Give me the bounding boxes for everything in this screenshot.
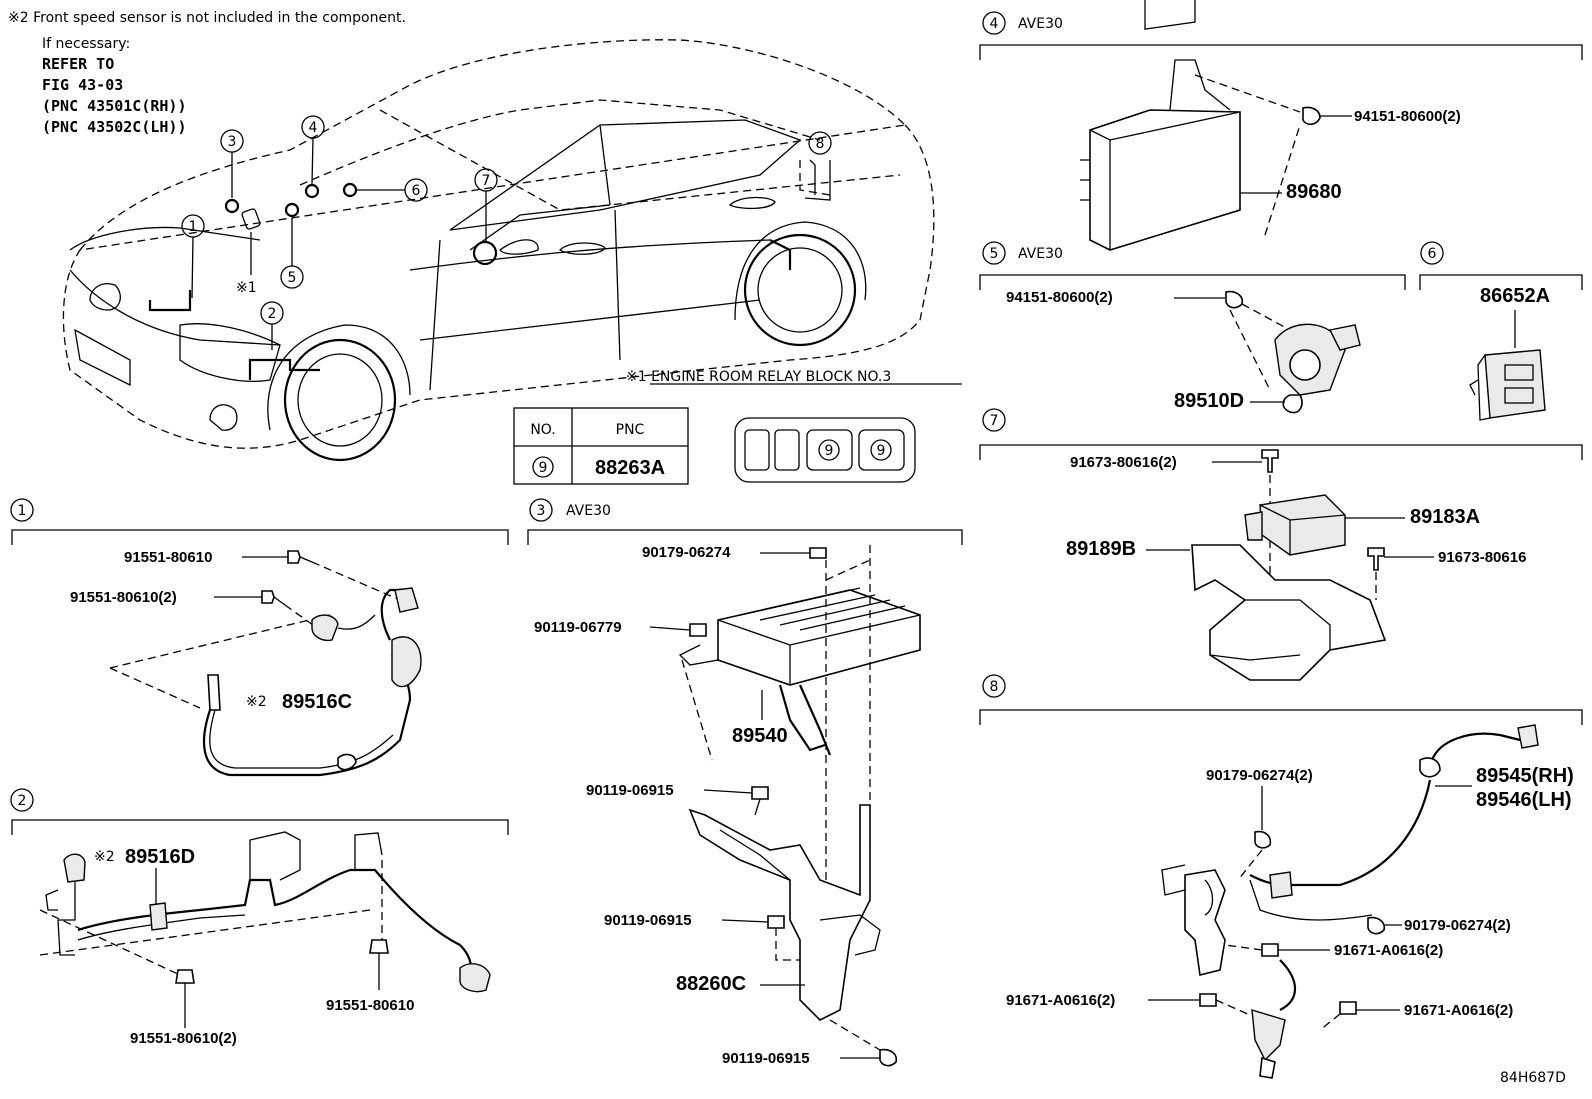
section-8-number: 8	[990, 679, 999, 695]
section-3: 3 AVE30 90179-06274 90119-06779 89540 90…	[527, 498, 963, 1067]
note-refer-line-2: FIG 43-03	[42, 76, 123, 94]
section-7-number: 7	[990, 413, 999, 429]
relay-slot-label-1: 9	[825, 443, 834, 459]
note-refer-line-1: REFER TO	[42, 55, 114, 73]
note-if-necessary: If necessary:	[42, 36, 130, 52]
relay-block-diagram: 9 9	[734, 417, 916, 483]
s2-sensor-mark: ※2	[94, 849, 115, 865]
s3-bracket-label: 88260C	[676, 973, 746, 995]
callout-2: 2	[268, 306, 277, 322]
s1-bolt-b-label: 91551-80610(2)	[70, 589, 177, 606]
section-5-number: 5	[990, 246, 999, 262]
s3-bolt-a-label: 90119-06779	[534, 619, 622, 636]
note-refer-line-4: (PNC 43502C(LH))	[42, 118, 187, 136]
note-refer-line-3: (PNC 43501C(RH))	[42, 97, 187, 115]
s8-bolt-a-label: 91671-A0616(2)	[1334, 942, 1443, 959]
section-4-title: AVE30	[1018, 16, 1063, 32]
s7-bracket-label: 89189B	[1066, 538, 1136, 560]
pnc-table-pnc: 88263A	[595, 457, 665, 479]
s7-bolt-a-label: 91673-80616(2)	[1070, 454, 1177, 471]
pnc-table: NO. PNC 9 88263A	[513, 407, 689, 485]
section-1-number: 1	[18, 503, 27, 519]
s8-bolt-c-label: 91671-A0616(2)	[1404, 1002, 1513, 1019]
pnc-table-header-pnc: PNC	[616, 422, 645, 438]
section-6-number: 6	[1428, 246, 1437, 262]
note-engine-room-relay-block: ※1 ENGINE ROOM RELAY BLOCK NO.3	[626, 369, 891, 385]
callout-8: 8	[816, 136, 825, 152]
s4-clip-label: 94151-80600(2)	[1354, 108, 1461, 125]
section-7: 7 91673-80616(2) 89183A 89189B 91673-806…	[979, 408, 1583, 681]
s3-ecu-label: 89540	[732, 725, 788, 747]
callout-5: 5	[288, 270, 297, 286]
s7-bolt-b-label: 91673-80616	[1438, 549, 1526, 566]
s4-ecu-label: 89680	[1286, 181, 1342, 203]
callout-4: 4	[309, 120, 318, 136]
s3-bolt-d-label: 90119-06915	[722, 1050, 810, 1067]
s8-nut-a-label: 90179-06274(2)	[1206, 767, 1313, 784]
s3-bolt-b-label: 90119-06915	[586, 782, 674, 799]
relay-slot-label-2: 9	[877, 443, 886, 459]
callout-1: 1	[189, 219, 198, 235]
s7-sensor-label: 89183A	[1410, 506, 1480, 528]
section-3-title: AVE30	[566, 503, 611, 519]
callout-6: 6	[412, 183, 421, 199]
pnc-table-no: 9	[539, 460, 548, 476]
s2-sensor-label: 89516D	[125, 846, 195, 868]
section-6: 6 86652A	[1419, 241, 1583, 421]
s2-bolt-b-label: 91551-80610(2)	[130, 1030, 237, 1047]
s1-sensor-mark: ※2	[246, 694, 267, 710]
mark-relay-block: ※1	[236, 280, 257, 296]
callout-3: 3	[228, 134, 237, 150]
note-front-speed-sensor: ※2 Front speed sensor is not included in…	[8, 10, 406, 26]
s3-nut-label: 90179-06274	[642, 544, 731, 561]
s8-bolt-b-label: 91671-A0616(2)	[1006, 992, 1115, 1009]
section-2-number: 2	[18, 793, 27, 809]
section-8: 8 90179-06274(2) 89545(RH) 89546(LH) 901…	[979, 674, 1583, 1079]
s5-clip-label: 94151-80600(2)	[1006, 289, 1113, 306]
s3-bolt-c-label: 90119-06915	[604, 912, 692, 929]
section-5: 5 AVE30 94151-80600(2) 89510D	[979, 241, 1406, 414]
section-3-number: 3	[537, 503, 546, 519]
s2-bolt-a-label: 91551-80610	[326, 997, 414, 1014]
s5-sensor-label: 89510D	[1174, 390, 1244, 412]
section-5-title: AVE30	[1018, 246, 1063, 262]
s1-sensor-label: 89516C	[282, 691, 352, 713]
pnc-table-header-no: NO.	[530, 422, 555, 438]
s1-bolt-a-label: 91551-80610	[124, 549, 212, 566]
section-4: 4 AVE30 94151-80600(2) 89680	[979, 0, 1583, 251]
section-1: 1 91551-80610 91551-80610(2) ※2 89516C	[10, 498, 509, 777]
s8-sensor-rh-label: 89545(RH)	[1476, 765, 1574, 787]
car-callouts: 1 2 3 4 5 6 7 8 ※1	[181, 115, 832, 350]
s8-sensor-lh-label: 89546(LH)	[1476, 789, 1572, 811]
s6-relay-label: 86652A	[1480, 285, 1550, 307]
s8-nut-b-label: 90179-06274(2)	[1404, 917, 1511, 934]
car-overview	[62, 39, 935, 462]
figure-code: 84H687D	[1500, 1070, 1566, 1086]
section-4-number: 4	[990, 16, 999, 32]
callout-7: 7	[482, 173, 491, 189]
section-2: 2 ※2 89516D 91551-80610 91551-80610(2)	[10, 788, 509, 1047]
